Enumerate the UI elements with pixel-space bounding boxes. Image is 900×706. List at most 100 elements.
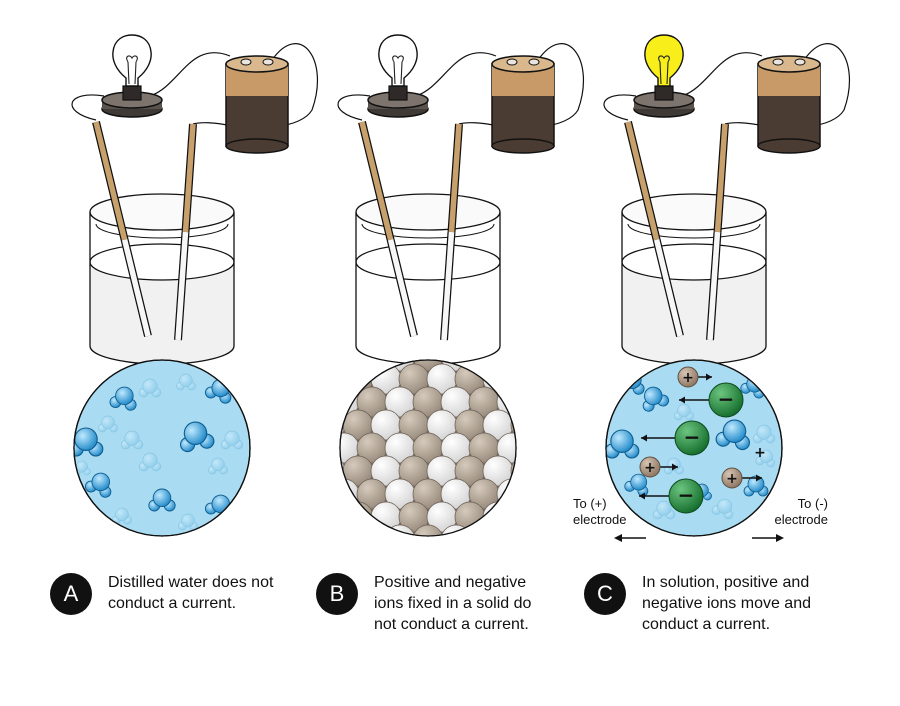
- water-molecule: [743, 475, 769, 497]
- electrode-rod: [359, 121, 394, 241]
- caption-text: Positive and negative ions fixed in a so…: [374, 572, 531, 635]
- water-molecule: [715, 419, 750, 451]
- electrode-label-line: electrode: [573, 512, 627, 527]
- wire: [681, 52, 763, 97]
- water-molecule: [84, 472, 112, 498]
- electrode-label-line: To (+): [573, 496, 607, 511]
- caption-line: conduct a current.: [108, 595, 237, 612]
- wire: [458, 43, 585, 129]
- electrode-tip: [441, 231, 455, 341]
- battery-terminal: [772, 58, 784, 66]
- lattice-ion-positive: [301, 387, 331, 417]
- ion-sphere: [677, 366, 699, 388]
- electrode-tip: [707, 231, 721, 341]
- electrode-tip: [653, 239, 683, 337]
- lattice-ion-negative: [340, 360, 360, 372]
- caption-b: B Positive and negative ions fixed in a …: [316, 572, 531, 635]
- oxygen-atom: [224, 430, 240, 446]
- lattice-ion-positive: [510, 455, 516, 487]
- ion-charge-symbol: +: [682, 370, 694, 386]
- panel-ionic-solution: +−−++−+: [603, 34, 851, 542]
- water-molecule: [752, 424, 776, 444]
- electrode-label-negative: To (-) electrode: [768, 496, 828, 528]
- water-molecule: [674, 403, 694, 421]
- lattice-ion-positive: [510, 501, 516, 533]
- electrode-tip: [175, 231, 189, 341]
- lattice-ion-negative: [340, 478, 360, 510]
- bulb-socket: [122, 85, 142, 101]
- beaker-water-surface: [621, 243, 767, 281]
- arrow-head: [672, 463, 678, 471]
- bulb-glass-lit: [644, 34, 684, 87]
- lattice-ion-positive: [525, 341, 555, 371]
- water-molecule: [120, 430, 144, 450]
- caption-line: Distilled water does not: [108, 574, 274, 591]
- caption-line: ions fixed in a solid do: [374, 595, 532, 612]
- lattice-ion-negative: [496, 432, 516, 464]
- bulb-glass: [112, 34, 152, 87]
- zoom-circle-outline: [339, 359, 517, 537]
- bulb-filament: [392, 55, 404, 85]
- caption-line: negative ions move and: [642, 595, 811, 612]
- electrode-label-positive: To (+) electrode: [573, 496, 626, 528]
- beaker-contents-surface: [355, 243, 501, 281]
- lattice-ion-negative: [482, 501, 514, 533]
- oxygen-atom: [644, 386, 663, 406]
- lattice-ion-negative: [539, 410, 569, 440]
- wire: [415, 52, 497, 97]
- electrode-label-line: To (-): [797, 496, 828, 511]
- oxygen-atom: [677, 403, 691, 418]
- lattice-ion-positive: [301, 479, 331, 509]
- lattice-ion-positive: [412, 524, 444, 536]
- electrode-rod: [448, 123, 462, 233]
- oxygen-atom: [610, 429, 634, 453]
- lattice-ion-negative: [539, 364, 569, 394]
- beaker-contents: [356, 262, 500, 364]
- caption-line: conduct a current.: [642, 616, 771, 633]
- oxygen-atom: [124, 430, 140, 446]
- wire: [149, 52, 231, 97]
- water-molecule: [180, 421, 215, 453]
- beaker-inner-rim: [627, 223, 761, 239]
- bulb-socket: [388, 85, 408, 101]
- positive-ion: +: [721, 467, 762, 489]
- wire: [603, 94, 637, 121]
- water-molecule: [148, 488, 176, 512]
- lattice-ion-positive: [525, 433, 555, 463]
- water-molecule: [606, 429, 640, 459]
- beaker-inner-rim: [95, 223, 229, 239]
- beaker-water-surface: [89, 243, 235, 281]
- battery-top: [491, 55, 555, 73]
- water-molecule: [642, 386, 670, 412]
- oxygen-atom: [142, 452, 158, 468]
- lattice-ion-positive: [468, 524, 500, 536]
- bulb-filament: [126, 55, 138, 85]
- badge-b: B: [316, 573, 358, 615]
- oxygen-atom: [179, 373, 193, 388]
- caption-text: Distilled water does not conduct a curre…: [108, 572, 273, 614]
- zoom-circle-outline: [605, 359, 783, 537]
- water-molecule: [220, 430, 244, 450]
- water-molecule: [204, 378, 232, 404]
- oxygen-atom: [91, 472, 110, 492]
- caption-line: not conduct a current.: [374, 616, 529, 633]
- electrode-rod: [93, 121, 128, 241]
- electrode-label-line: electrode: [774, 512, 828, 527]
- electrode-rod: [714, 123, 728, 233]
- lattice-ion-positive: [301, 341, 331, 371]
- water-molecule: [74, 460, 91, 476]
- battery-top: [225, 55, 289, 73]
- oxygen-atom: [722, 419, 747, 444]
- oxygen-atom: [759, 449, 773, 464]
- badge-a: A: [50, 573, 92, 615]
- battery-bottom: [491, 138, 555, 154]
- lattice-ion-positive: [301, 433, 331, 463]
- ion-charge-symbol: −: [718, 387, 735, 411]
- oxygen-atom: [74, 427, 98, 451]
- oxygen-atom: [181, 513, 195, 528]
- lattice-ion-positive: [510, 409, 516, 441]
- battery-bottom: [757, 138, 821, 154]
- ion-charge-symbol: +: [726, 471, 738, 487]
- ion-sphere: [674, 420, 710, 456]
- ion-charge-symbol: −: [684, 425, 701, 449]
